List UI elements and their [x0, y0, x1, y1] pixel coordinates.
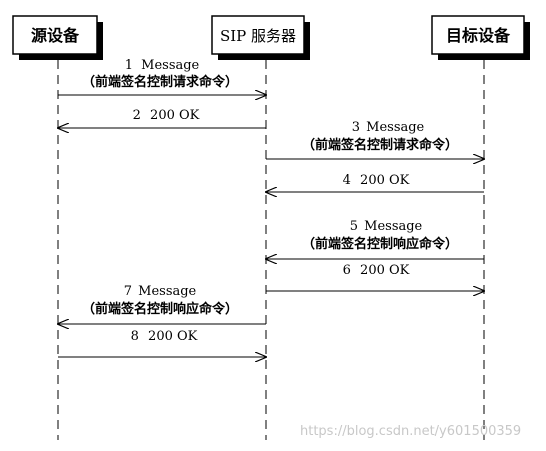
- svg-text:6 200 OK: 6 200 OK: [343, 263, 410, 278]
- participant-label-target: 目标设备: [446, 26, 511, 45]
- message-number: 4: [343, 173, 351, 188]
- participant-server: SIP 服务器: [211, 15, 310, 60]
- message-name: Message: [138, 284, 196, 299]
- participant-source: 源设备: [12, 15, 103, 60]
- message-4: 4 200 OK: [266, 173, 484, 192]
- participant-label-source: 源设备: [31, 26, 80, 45]
- svg-text:2 200 OK: 2 200 OK: [133, 108, 200, 123]
- participant-label-server: SIP 服务器: [220, 27, 296, 45]
- participant-target: 目标设备: [431, 15, 530, 60]
- message-number: 7: [124, 284, 132, 299]
- message-7: 7 Message （前端签名控制响应命令）: [58, 284, 266, 324]
- message-number: 8: [131, 329, 139, 344]
- message-number: 2: [133, 108, 141, 123]
- svg-text:7 Message: 7 Message: [124, 284, 197, 299]
- message-name: 200 OK: [148, 329, 198, 344]
- message-number: 6: [343, 263, 351, 278]
- message-sub: （前端签名控制请求命令）: [302, 137, 458, 153]
- svg-text:5 Message: 5 Message: [350, 219, 423, 234]
- message-name: Message: [366, 120, 424, 135]
- message-6: 6 200 OK: [266, 263, 484, 291]
- svg-text:4 200 OK: 4 200 OK: [343, 173, 410, 188]
- message-name: 200 OK: [360, 263, 410, 278]
- message-2: 2 200 OK: [58, 108, 266, 128]
- message-name: Message: [141, 58, 199, 73]
- participant-box: [12, 15, 98, 55]
- svg-text:1 Message: 1 Message: [125, 58, 200, 73]
- message-number: 1: [125, 58, 133, 73]
- message-sub: （前端签名控制请求命令）: [82, 74, 238, 90]
- message-name: 200 OK: [360, 173, 410, 188]
- message-8: 8 200 OK: [58, 329, 266, 357]
- message-name: 200 OK: [150, 108, 200, 123]
- watermark: https://blog.csdn.net/y601500359: [300, 424, 522, 439]
- message-3: 3 Message （前端签名控制请求命令）: [266, 120, 484, 159]
- message-5: 5 Message （前端签名控制响应命令）: [266, 219, 484, 259]
- message-sub: （前端签名控制响应命令）: [82, 301, 238, 317]
- message-sub: （前端签名控制响应命令）: [302, 236, 458, 252]
- participant-box: [431, 15, 525, 55]
- message-number: 5: [350, 219, 358, 234]
- svg-text:3 Message: 3 Message: [352, 120, 425, 135]
- message-1: 1 Message （前端签名控制请求命令）: [58, 58, 266, 95]
- participant-box: [211, 15, 305, 55]
- svg-text:8 200 OK: 8 200 OK: [131, 329, 198, 344]
- message-number: 3: [352, 120, 360, 135]
- message-name: Message: [364, 219, 422, 234]
